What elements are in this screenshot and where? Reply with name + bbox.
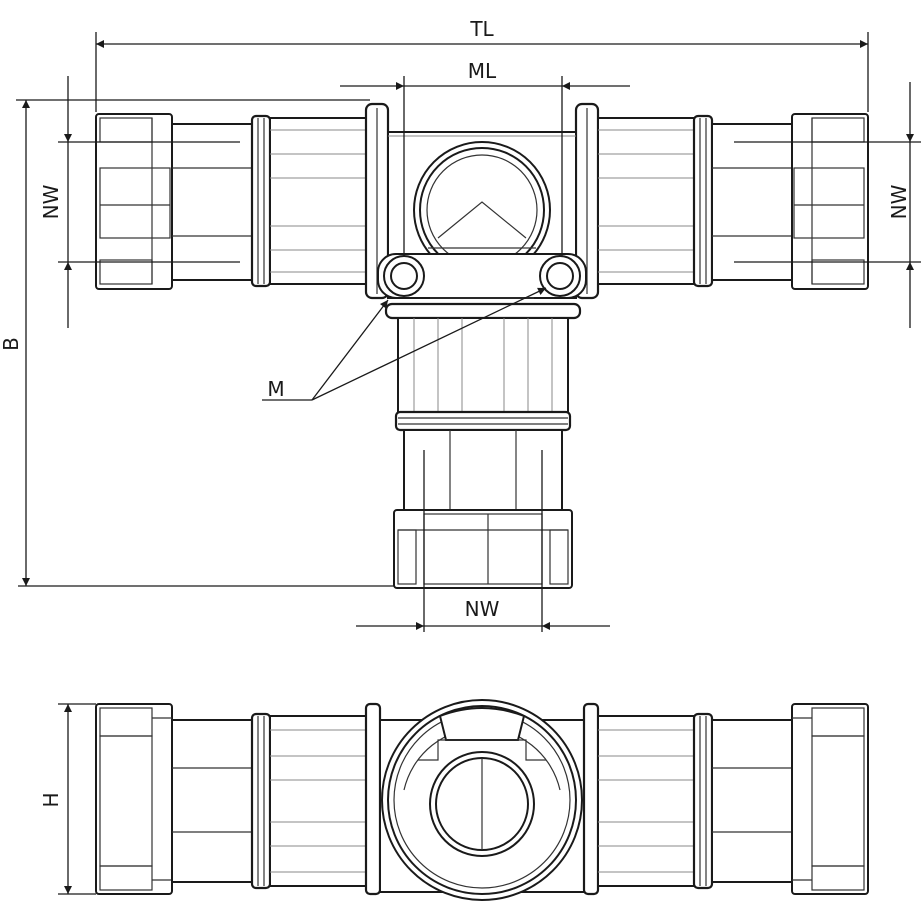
label-b: B bbox=[0, 337, 23, 351]
label-ml: ML bbox=[468, 59, 497, 83]
label-m: M bbox=[267, 377, 284, 401]
label-nw-right: NW bbox=[887, 184, 911, 219]
top-view bbox=[95, 102, 869, 589]
label-nw-left: NW bbox=[39, 184, 63, 219]
label-h: H bbox=[39, 792, 63, 807]
label-tl: TL bbox=[469, 17, 494, 41]
bottom-branch bbox=[384, 302, 582, 589]
center-body bbox=[377, 131, 587, 299]
dimensions-top bbox=[16, 32, 921, 632]
left-branch bbox=[95, 102, 390, 300]
side-view bbox=[95, 699, 869, 901]
right-branch bbox=[574, 102, 869, 300]
dimensions-side bbox=[58, 703, 96, 895]
label-nw-bottom: NW bbox=[465, 597, 500, 621]
